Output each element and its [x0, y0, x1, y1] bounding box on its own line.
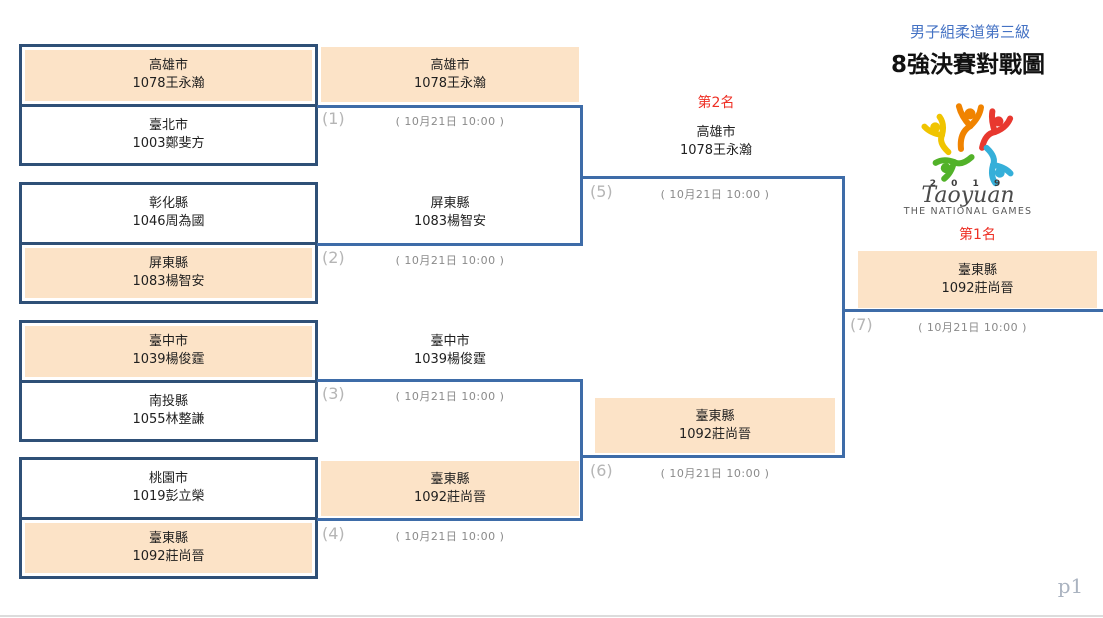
- match-time: ( 10月21日 10:00 ): [395, 115, 505, 128]
- logo-figures-icon: 2 0 1 9 Taoyuan THE NATIONAL GAMES: [903, 103, 1033, 217]
- bracket-line: [317, 243, 583, 246]
- match-label-4: (4) ( 10月21日 10:00 ): [322, 525, 578, 545]
- bracket-line: [580, 105, 583, 246]
- bracket-line: [317, 379, 583, 382]
- match-time: ( 10月21日 10:00 ): [395, 530, 505, 543]
- round1-pair-3: 臺中市 1039楊俊霆 南投縣 1055林整謙: [19, 320, 318, 442]
- player-cell: 臺中市 1039楊俊霆: [22, 323, 315, 383]
- player-athlete: 1092莊尚晉: [132, 548, 205, 564]
- player-athlete: 1083楊智安: [132, 273, 205, 289]
- second-place-label: 第2名: [697, 95, 735, 111]
- winner-city: 屏東縣: [430, 196, 470, 211]
- winner-athlete: 1039楊俊霆: [413, 352, 487, 367]
- match-number: (3): [322, 384, 345, 403]
- winner-city: 臺東縣: [430, 471, 470, 487]
- bracket-line: [317, 518, 583, 521]
- match-label-3: (3) ( 10月21日 10:00 ): [322, 385, 578, 405]
- player-cell: 南投縣 1055林整謙: [22, 383, 315, 440]
- player-athlete: 1055林整謙: [132, 411, 205, 427]
- bracket-line: [583, 455, 845, 458]
- player-city: 臺東縣: [148, 530, 188, 546]
- bracket-line: [842, 176, 845, 458]
- winner-athlete: 1092莊尚晉: [941, 280, 1014, 296]
- player-city: 屏東縣: [148, 255, 188, 271]
- winner-athlete: 1092莊尚晉: [678, 426, 752, 442]
- match-label-1: (1) ( 10月21日 10:00 ): [322, 110, 578, 130]
- match-number: (1): [322, 109, 345, 128]
- round2-winner-slot-2: 屏東縣 1083楊智安: [317, 188, 583, 238]
- champion-slot: 臺東縣 1092莊尚晉: [858, 251, 1097, 308]
- bracket-line: [583, 176, 845, 179]
- player-city: 臺北市: [148, 117, 188, 133]
- match-time: ( 10月21日 10:00 ): [918, 321, 1027, 334]
- winner-city: 臺東縣: [695, 408, 735, 424]
- sheet-bottom-edge: [0, 615, 1103, 617]
- player-athlete: 1046周為國: [132, 214, 205, 230]
- round1-pair-1: 高雄市 1078王永瀚 臺北市 1003鄭斐方: [19, 44, 318, 166]
- winner-city: 高雄市: [696, 125, 736, 140]
- round2-winner-slot-4: 臺東縣 1092莊尚晉: [321, 461, 579, 516]
- player-cell: 臺東縣 1092莊尚晉: [22, 520, 315, 577]
- match-label-7: (7) ( 10月21日 10:00 ): [850, 316, 1095, 336]
- player-cell: 臺北市 1003鄭斐方: [22, 107, 315, 164]
- winner-athlete: 1078王永瀚: [413, 75, 487, 91]
- winner-city: 臺中市: [430, 334, 470, 349]
- category-title: 男子組柔道第三級: [909, 23, 1030, 41]
- match-number: (4): [322, 524, 345, 543]
- national-games-logo: 2 0 1 9 Taoyuan THE NATIONAL GAMES: [898, 80, 1038, 217]
- page-title: 8強決賽對戰圖: [890, 52, 1045, 78]
- round2-winner-slot-1: 高雄市 1078王永瀚: [321, 47, 579, 102]
- semifinal-slot-1: 高雄市 1078王永瀚: [585, 118, 847, 166]
- winner-city: 臺東縣: [957, 262, 997, 278]
- bracket-line: [842, 309, 1103, 312]
- bracket-line: [580, 379, 583, 521]
- player-city: 桃園市: [148, 471, 188, 487]
- match-number: (6): [590, 461, 613, 480]
- player-cell: 桃園市 1019彭立榮: [22, 460, 315, 520]
- winner-athlete: 1078王永瀚: [679, 143, 753, 158]
- match-label-6: (6) ( 10月21日 10:00 ): [590, 462, 840, 482]
- match-number: (7): [850, 315, 873, 334]
- match-time: ( 10月21日 10:00 ): [660, 467, 770, 480]
- winner-athlete: 1083楊智安: [413, 214, 487, 229]
- match-label-5: (5) ( 10月21日 10:00 ): [590, 183, 840, 203]
- player-city: 南投縣: [148, 393, 188, 409]
- first-place-label: 第1名: [959, 227, 996, 243]
- player-cell: 屏東縣 1083楊智安: [22, 245, 315, 302]
- semifinal-slot-2: 臺東縣 1092莊尚晉: [595, 398, 835, 453]
- logo-name: Taoyuan: [921, 183, 1014, 208]
- round2-winner-slot-3: 臺中市 1039楊俊霆: [317, 326, 583, 376]
- match-number: (2): [322, 248, 345, 267]
- player-city: 臺中市: [148, 334, 188, 350]
- player-athlete: 1039楊俊霆: [132, 352, 205, 368]
- page-number: p1: [1057, 574, 1084, 598]
- player-athlete: 1019彭立榮: [132, 489, 205, 505]
- winner-athlete: 1092莊尚晉: [413, 489, 487, 505]
- match-number: (5): [590, 182, 613, 201]
- player-city: 高雄市: [148, 58, 188, 74]
- player-athlete: 1078王永瀚: [132, 76, 205, 92]
- player-city: 彰化縣: [148, 196, 188, 212]
- player-cell: 彰化縣 1046周為國: [22, 185, 315, 245]
- player-athlete: 1003鄭斐方: [132, 135, 205, 151]
- round1-pair-2: 彰化縣 1046周為國 屏東縣 1083楊智安: [19, 182, 318, 304]
- player-cell: 高雄市 1078王永瀚: [22, 47, 315, 107]
- match-label-2: (2) ( 10月21日 10:00 ): [322, 249, 578, 269]
- match-time: ( 10月21日 10:00 ): [660, 188, 770, 201]
- match-time: ( 10月21日 10:00 ): [395, 254, 505, 267]
- match-time: ( 10月21日 10:00 ): [395, 390, 505, 403]
- winner-city: 高雄市: [430, 57, 470, 73]
- round1-pair-4: 桃園市 1019彭立榮 臺東縣 1092莊尚晉: [19, 457, 318, 579]
- logo-year: 2 0 1 9: [930, 179, 1006, 189]
- logo-subtitle: THE NATIONAL GAMES: [903, 206, 1033, 215]
- bracket-line: [317, 105, 583, 108]
